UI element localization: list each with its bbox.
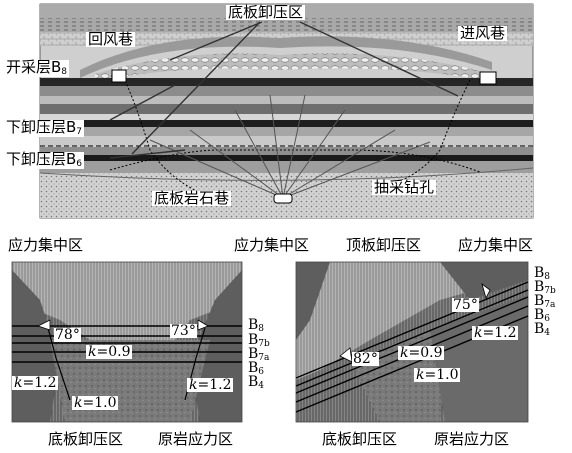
left-stress-concentration-label-a: 应力集中区 xyxy=(6,236,86,254)
left-k-1-0: k=1.0 xyxy=(72,395,119,411)
left-seam-b7a: B7a xyxy=(248,346,270,363)
left-stress-panel xyxy=(11,261,243,423)
left-seam-b7b: B7b xyxy=(248,332,270,349)
right-floor-relief-zone-label: 底板卸压区 xyxy=(322,430,398,448)
left-k-1-2-b: k=1.2 xyxy=(187,377,234,393)
left-seam-b6: B6 xyxy=(248,360,265,377)
left-k-1-2-a: k=1.2 xyxy=(12,375,59,391)
right-original-rock-stress-label: 原岩应力区 xyxy=(434,430,510,448)
right-roof-relief-zone-label: 顶板卸压区 xyxy=(344,236,424,254)
left-original-rock-stress-label: 原岩应力区 xyxy=(158,430,234,448)
drainage-borehole-label: 抽采钻孔 xyxy=(372,178,437,196)
left-floor-relief-zone-label: 底板卸压区 xyxy=(48,430,124,448)
right-angle-82: 82° xyxy=(352,351,379,367)
right-stress-panel xyxy=(295,261,529,423)
right-k-0-9: k=0.9 xyxy=(398,345,445,361)
right-seam-b8: B8 xyxy=(534,265,551,282)
right-stress-concentration-label: 应力集中区 xyxy=(456,236,536,254)
left-angle-73: 73° xyxy=(170,323,197,339)
relief-layer-b6-label: 下卸压层B6 xyxy=(4,150,85,169)
left-angle-78: 78° xyxy=(54,327,81,343)
right-k-1-2: k=1.2 xyxy=(472,325,519,341)
top-cross-section xyxy=(39,3,534,219)
left-k-0-9: k=0.9 xyxy=(86,344,133,360)
relief-layer-b7-label: 下卸压层B7 xyxy=(4,118,85,137)
intake-airway-label: 进风巷 xyxy=(458,24,508,42)
mining-layer-label: 开采层B8 xyxy=(4,58,70,77)
left-seam-b8: B8 xyxy=(248,317,265,334)
floor-relief-zone-label: 底板卸压区 xyxy=(226,3,306,21)
left-seam-b4: B4 xyxy=(248,374,265,391)
right-seam-b7b: B7b xyxy=(534,279,556,296)
right-seam-b4: B4 xyxy=(534,321,551,338)
floor-rock-roadway-label: 底板岩石巷 xyxy=(152,189,232,207)
right-k-1-0: k=1.0 xyxy=(414,367,461,383)
return-airway-label: 回风巷 xyxy=(86,30,136,48)
right-angle-75: 75° xyxy=(452,297,479,313)
right-seam-b6: B6 xyxy=(534,307,551,324)
right-seam-b7a: B7a xyxy=(534,293,556,310)
left-stress-concentration-label-b: 应力集中区 xyxy=(232,236,312,254)
